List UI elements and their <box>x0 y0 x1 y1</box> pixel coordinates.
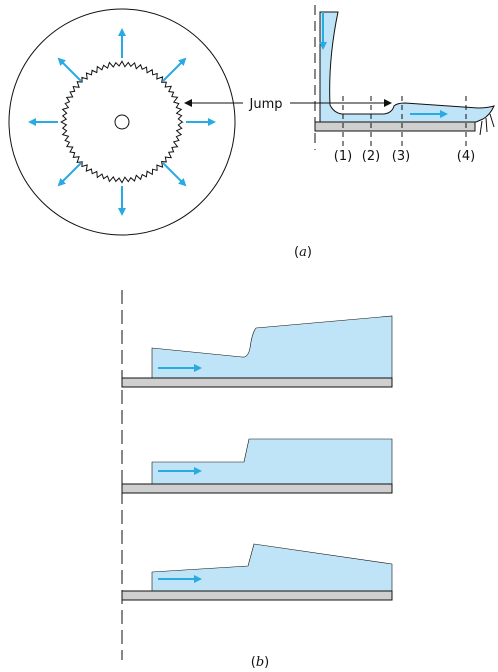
radial-arrow <box>57 57 82 82</box>
water-profile-2 <box>151 438 393 485</box>
section-label-3: (3) <box>392 149 410 164</box>
top-view-diagram <box>8 8 236 236</box>
radial-arrow <box>57 162 82 187</box>
water-profile <box>319 11 495 123</box>
plate-outer-circle <box>8 8 236 236</box>
radial-arrow <box>162 162 187 187</box>
runoff-drip <box>479 113 495 136</box>
section-label-1: (1) <box>334 149 352 164</box>
jump-profile-2 <box>121 438 393 494</box>
jump-ring <box>60 60 184 184</box>
side-plate <box>314 121 476 132</box>
radial-flow-arrows <box>28 28 216 216</box>
section-label-2: (2) <box>362 149 380 164</box>
caption-b: (b) <box>251 655 269 670</box>
plate-3 <box>121 590 393 601</box>
water-profile-1 <box>151 315 393 379</box>
jump-profile-1 <box>121 315 393 388</box>
side-view-diagram: (1) (2) (3) (4) <box>314 5 495 164</box>
plate-2 <box>121 483 393 494</box>
jump-callout: Jump <box>184 97 392 112</box>
jump-profile-3 <box>121 543 393 601</box>
jump-label: Jump <box>249 97 283 112</box>
plate-1 <box>121 377 393 388</box>
radial-arrow <box>162 57 187 82</box>
caption-a: (a) <box>294 245 312 260</box>
water-profile-3 <box>151 543 393 592</box>
section-label-4: (4) <box>457 149 475 164</box>
jet-impact-circle <box>114 114 130 130</box>
